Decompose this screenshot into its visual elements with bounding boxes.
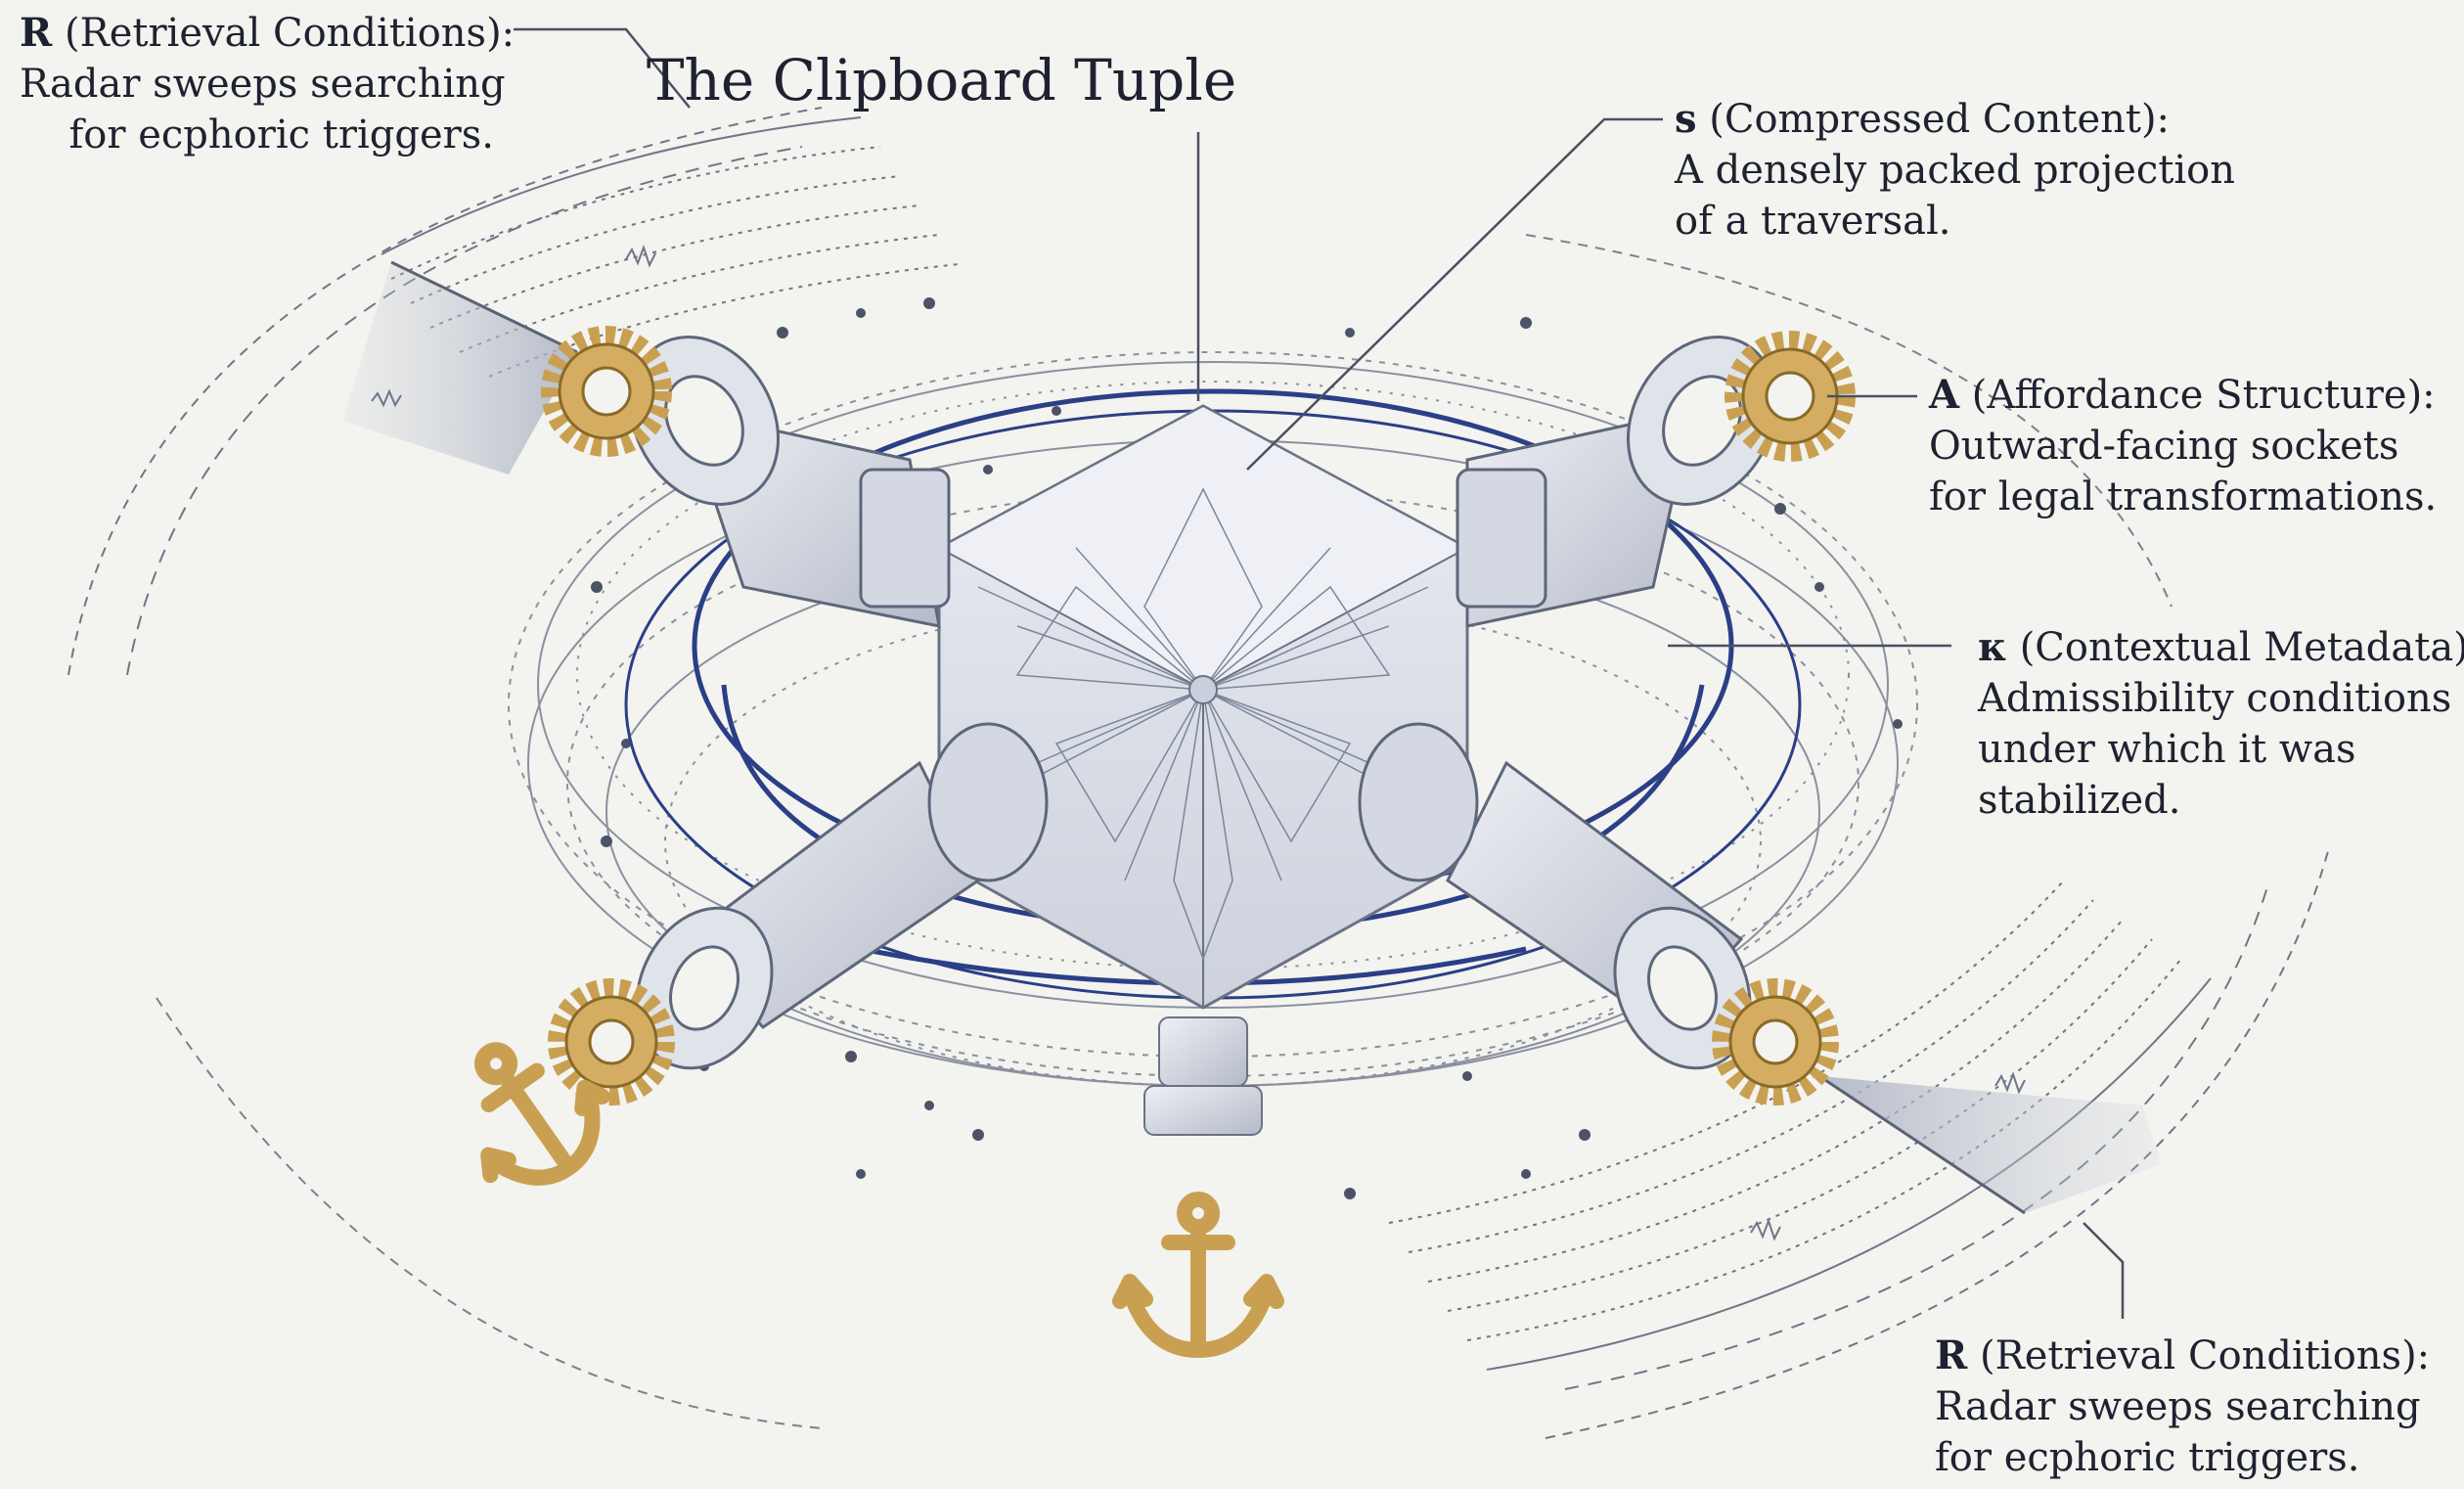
label-contextual-metadata: κ (Contextual Metadata): Admissibility c… bbox=[1978, 622, 2464, 826]
label-line: for ecphoric triggers. bbox=[20, 110, 494, 160]
label-retrieval-conditions-bottom: R (Retrieval Conditions): Radar sweeps s… bbox=[1935, 1331, 2430, 1483]
label-line: under which it was bbox=[1978, 724, 2464, 775]
label-line: Radar sweeps searching bbox=[20, 59, 494, 110]
label-line: stabilized. bbox=[1978, 775, 2464, 826]
label-name: (Contextual Metadata): bbox=[2020, 625, 2464, 670]
label-affordance-structure: A (Affordance Structure): Outward-facing… bbox=[1929, 370, 2437, 522]
label-compressed-content: s (Compressed Content): A densely packed… bbox=[1675, 94, 2235, 247]
label-line: Outward-facing sockets bbox=[1929, 421, 2437, 472]
label-line: A densely packed projection bbox=[1675, 145, 2235, 196]
label-symbol: s bbox=[1675, 96, 1697, 142]
label-name: (Retrieval Conditions): bbox=[65, 11, 515, 56]
label-line: for legal transformations. bbox=[1929, 472, 2437, 522]
label-name: (Compressed Content): bbox=[1709, 97, 2170, 142]
label-symbol: R bbox=[1935, 1332, 1967, 1378]
label-line: of a traversal. bbox=[1675, 196, 2235, 247]
radar-sweep-icon bbox=[1819, 1076, 2162, 1213]
label-symbol: A bbox=[1929, 372, 1959, 418]
label-line: for ecphoric triggers. bbox=[1935, 1432, 2430, 1483]
label-line: Admissibility conditions bbox=[1978, 673, 2464, 724]
label-name: (Affordance Structure): bbox=[1972, 373, 2436, 418]
label-line: Radar sweeps searching bbox=[1935, 1381, 2430, 1432]
label-name: (Retrieval Conditions): bbox=[1980, 1333, 2430, 1378]
label-retrieval-conditions-top: R (Retrieval Conditions): Radar sweeps s… bbox=[20, 8, 494, 160]
label-symbol: κ bbox=[1978, 624, 2007, 670]
label-symbol: R bbox=[20, 10, 52, 56]
